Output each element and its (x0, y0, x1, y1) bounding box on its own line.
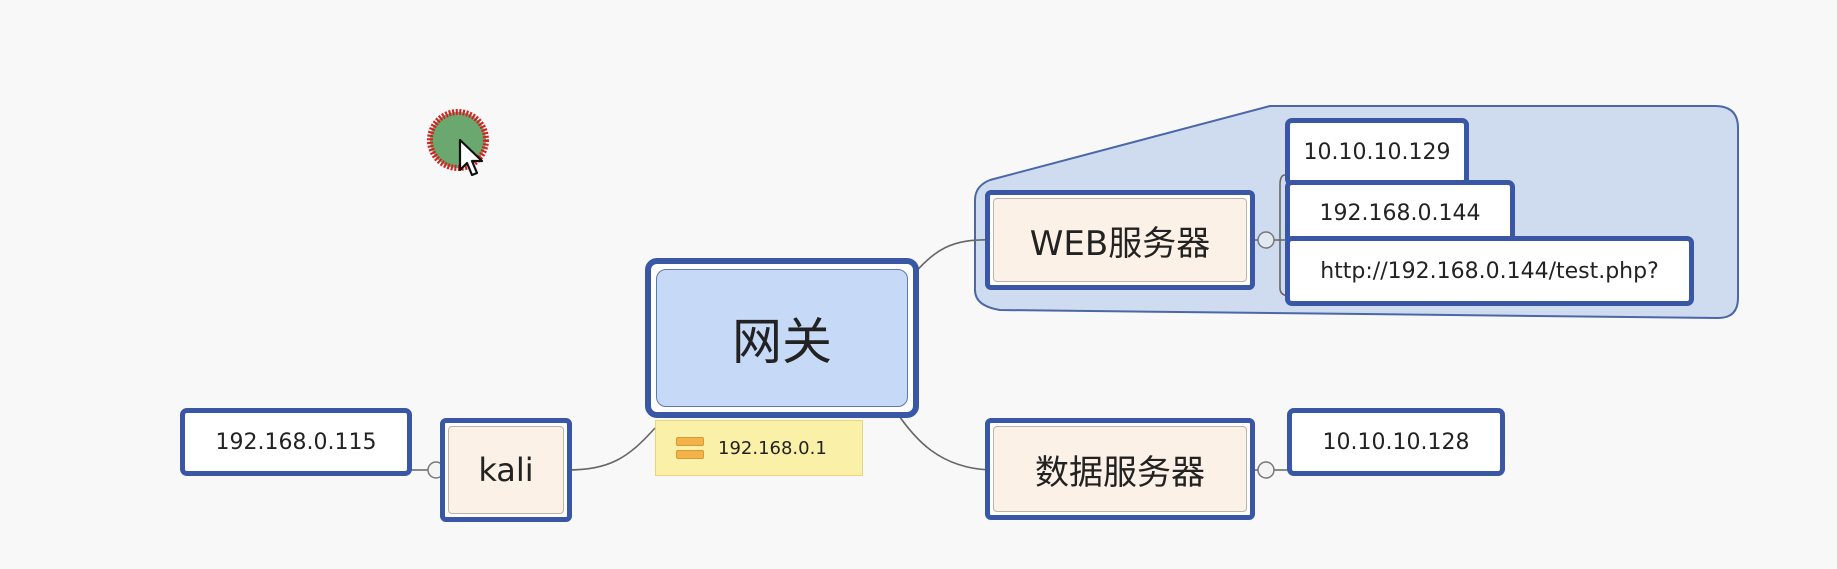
topic-web-server-label: WEB服务器 (993, 198, 1247, 282)
topic-database-server-label: 数据服务器 (993, 426, 1247, 512)
topic-kali-label: kali (448, 426, 564, 514)
web-child-url[interactable]: http://192.168.0.144/test.php? (1285, 236, 1694, 306)
note-icon (676, 437, 704, 459)
topic-kali[interactable]: kali (440, 418, 572, 522)
topic-web-server[interactable]: WEB服务器 (985, 190, 1255, 290)
central-note-ip: 192.168.0.1 (718, 437, 827, 459)
connector-central-kali (565, 427, 656, 471)
collapse-handle-web[interactable] (1257, 231, 1275, 249)
connector-central-db (894, 409, 991, 471)
central-topic-label: 网关 (656, 269, 908, 407)
central-note[interactable]: 192.168.0.1 (655, 420, 863, 476)
web-child-ip-external[interactable]: 192.168.0.144 (1285, 180, 1515, 246)
collapse-handle-db[interactable] (1257, 461, 1275, 479)
db-child-ip[interactable]: 10.10.10.128 (1287, 408, 1505, 476)
central-topic[interactable]: 网关 (645, 258, 919, 418)
topic-database-server[interactable]: 数据服务器 (985, 418, 1255, 520)
topic-kali-ip[interactable]: 192.168.0.115 (180, 408, 412, 476)
mouse-pointer-icon (424, 106, 494, 177)
web-child-ip-internal[interactable]: 10.10.10.129 (1285, 118, 1469, 186)
